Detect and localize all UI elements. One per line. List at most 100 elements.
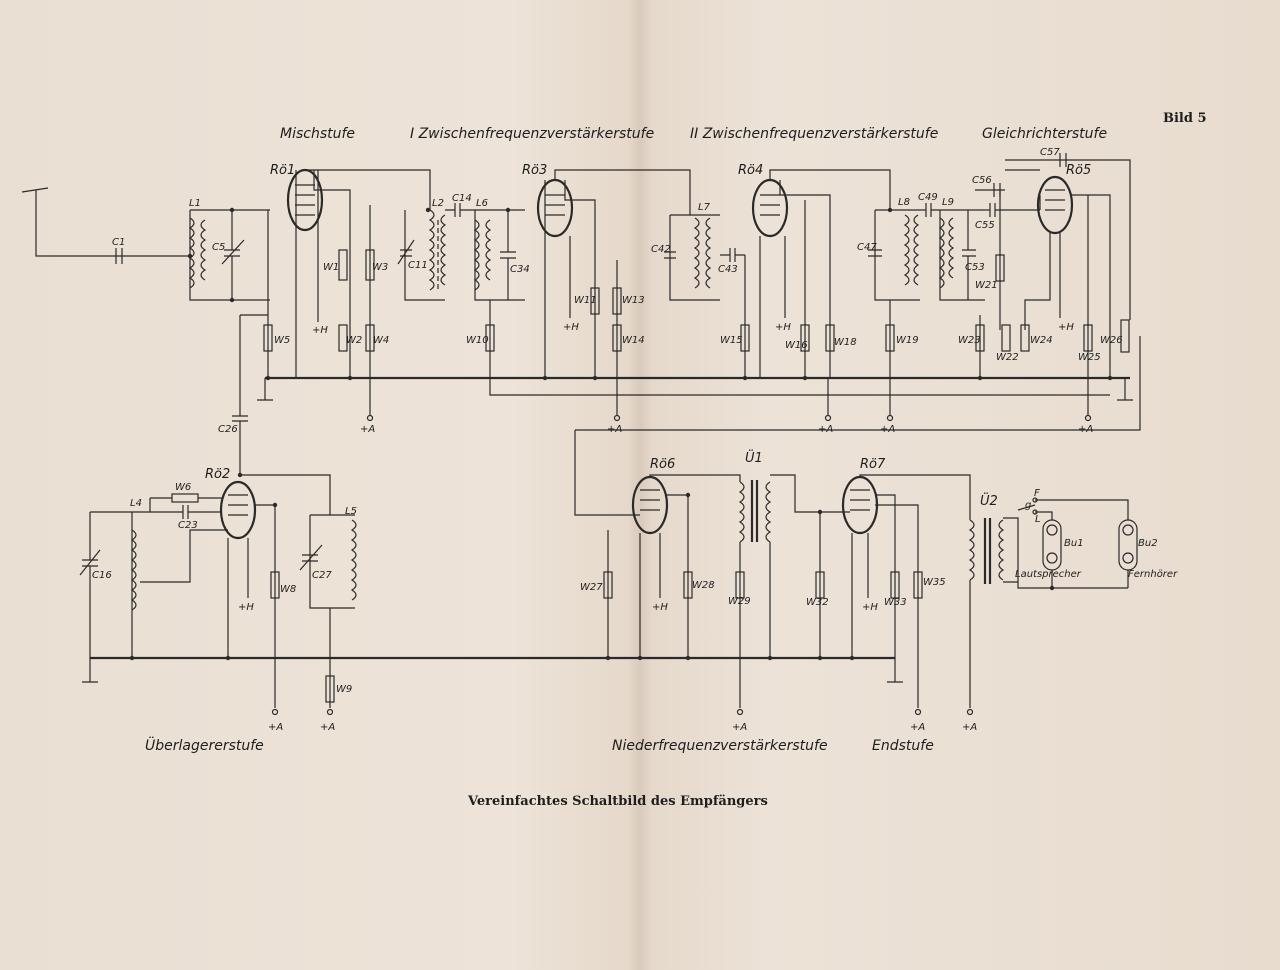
svg-text:W10: W10 [466,335,489,346]
svg-text:C16: C16 [92,570,112,581]
svg-text:C14: C14 [452,193,472,204]
svg-text:C1: C1 [112,237,125,248]
capacitor-c11-variable: C11 [397,210,445,301]
svg-text:L8: L8 [898,197,910,208]
stage-label-nf: Niederfrequenzverstärkerstufe [612,738,828,754]
resistor-w24: W24 [1020,324,1053,352]
svg-text:W8: W8 [280,584,296,595]
resistor-w32: W32 [806,512,829,658]
svg-text:C42: C42 [651,244,671,255]
svg-text:W16: W16 [785,340,808,351]
resistor-w19: W19 [885,300,919,415]
capacitor-c23: C23 [149,498,222,531]
capacitor-c14: C14 [445,193,475,217]
resistor-w25: W25 [1078,195,1101,415]
svg-text:+H: +H [563,322,579,333]
capacitor-c47-variable: C47 [857,209,920,301]
svg-text:W5: W5 [274,335,290,346]
coil-l6: L6 [473,198,525,301]
svg-text:W25: W25 [1078,352,1101,363]
stage-label-ueberlagerer: Überlagererstufe [145,736,264,754]
stage-label-end: Endstufe [872,738,934,754]
svg-text:W14: W14 [622,335,645,346]
supply-plus-a-upper: +A +A +A +A +A [360,414,1093,435]
resistor-w27: W27 [580,571,613,599]
svg-text:Rö7: Rö7 [860,457,886,472]
resistor-w14: W14 [612,324,645,352]
svg-text:W29: W29 [728,596,751,607]
svg-text:W33: W33 [884,597,907,608]
resistor-w8: W8 [270,571,296,599]
svg-text:C53: C53 [965,262,985,273]
tube-ro4: Rö4 [738,163,891,378]
tube-ro6: Rö6 [607,457,741,658]
svg-text:C23: C23 [178,520,198,531]
svg-text:Rö5: Rö5 [1066,163,1091,178]
u2-label: Ü2 [980,492,998,509]
coil-l7: L7 [693,202,712,289]
svg-text:L9: L9 [942,197,954,208]
svg-text:g: g [1025,500,1031,511]
svg-text:W24: W24 [1030,335,1053,346]
stage-label-mischstufe: Mischstufe [280,126,355,142]
figure-number: Bild 5 [1163,111,1207,126]
audio-link-line [574,336,1141,516]
svg-text:W13: W13 [622,295,645,306]
coil-l4: L4 [90,498,228,658]
resistor-w35: W35 [913,571,946,599]
resistor-w33: W33 [884,571,907,608]
resistor-w10: W10 [466,324,495,352]
tube-ro1: Rö1 [270,163,431,378]
svg-text:Bu2: Bu2 [1138,538,1158,549]
svg-text:F: F [1034,488,1040,499]
resistor-w15: W15 [720,324,750,352]
stage-label-zf2: II Zwischenfrequenzverstärkerstufe [690,126,938,142]
capacitor-c55: C55 [975,203,1040,231]
jack-bu1: Bu1 Lautsprecher [1015,519,1084,588]
resistor-w2: W2 [338,324,362,352]
resistor-w26: W26 [1100,319,1130,353]
svg-text:+A: +A [880,424,895,435]
svg-text:C55: C55 [975,220,995,231]
svg-text:W27: W27 [580,582,603,593]
svg-text:C26: C26 [218,424,238,435]
supply-plus-h-upper: +H +H +H +H [312,322,1074,336]
capacitor-c26: C26 [218,410,248,475]
svg-text:W15: W15 [720,335,743,346]
svg-text:Rö6: Rö6 [650,457,675,472]
svg-text:Ü1: Ü1 [745,449,763,466]
svg-text:C57: C57 [1040,147,1060,158]
svg-text:+H: +H [652,602,668,613]
svg-text:L4: L4 [130,498,142,509]
capacitor-c53: C53 [962,210,985,300]
stage-label-zf1: I Zwischenfrequenzverstärkerstufe [410,126,654,142]
svg-text:W9: W9 [336,684,352,695]
svg-text:L5: L5 [345,506,357,517]
bus-line-lower-ground [82,656,903,683]
coil-l1: L1 [188,198,270,301]
svg-text:+A: +A [732,722,747,733]
svg-text:C34: C34 [510,264,530,275]
supply-nf: +H +H +A +A +A [652,602,977,733]
svg-text:W26: W26 [1100,335,1123,346]
svg-text:W11: W11 [574,295,597,306]
svg-text:+A: +A [962,722,977,733]
coil-l8: L8 [898,197,920,286]
tube-ro3: Rö3 [522,163,691,378]
svg-text:W23: W23 [958,335,981,346]
resistor-w13: W13 [612,260,645,415]
supply-overlagerer: +H +A +A [238,602,335,733]
svg-text:Lautsprecher: Lautsprecher [1015,569,1082,580]
resistor-w16: W16 [785,200,810,378]
svg-text:Fernhörer: Fernhörer [1128,569,1178,580]
svg-text:Rö3: Rö3 [522,163,547,178]
coil-l9: L9 [938,197,985,301]
capacitor-c34-variable: C34 [500,210,530,300]
svg-text:+A: +A [268,722,283,733]
stage-label-gleichrichter: Gleichrichterstufe [982,126,1107,142]
resistor-w1: W1 [323,249,348,281]
tube-ro2: Rö2 [205,467,331,708]
svg-text:W18: W18 [834,337,857,348]
